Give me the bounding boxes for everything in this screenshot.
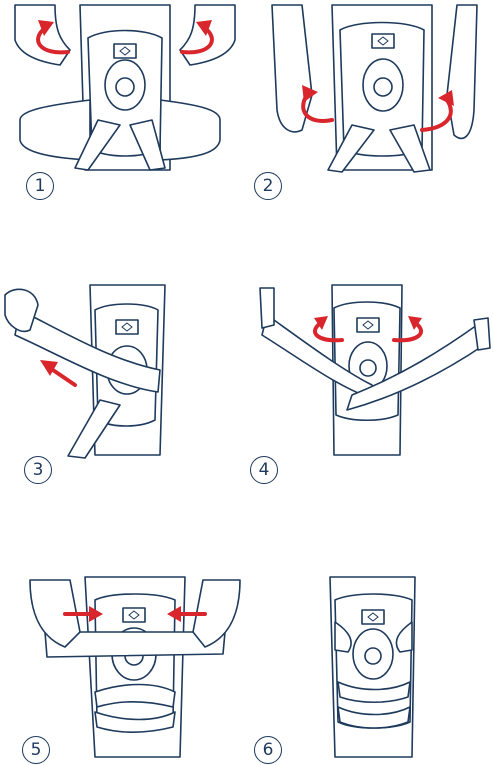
step-2-illustration	[271, 4, 478, 173]
step-3-illustration	[4, 284, 166, 459]
step-1-illustration	[14, 4, 236, 171]
step-5-number: 5	[22, 736, 50, 764]
step-4-number: 4	[250, 456, 278, 484]
step-1-number: 1	[26, 172, 54, 200]
step-4-illustration	[259, 284, 491, 456]
step-2-number: 2	[254, 172, 282, 200]
step-5-illustration	[29, 576, 241, 758]
step-6-illustration	[329, 576, 416, 758]
step-3-number: 3	[24, 456, 52, 484]
step-6-number: 6	[254, 736, 282, 764]
